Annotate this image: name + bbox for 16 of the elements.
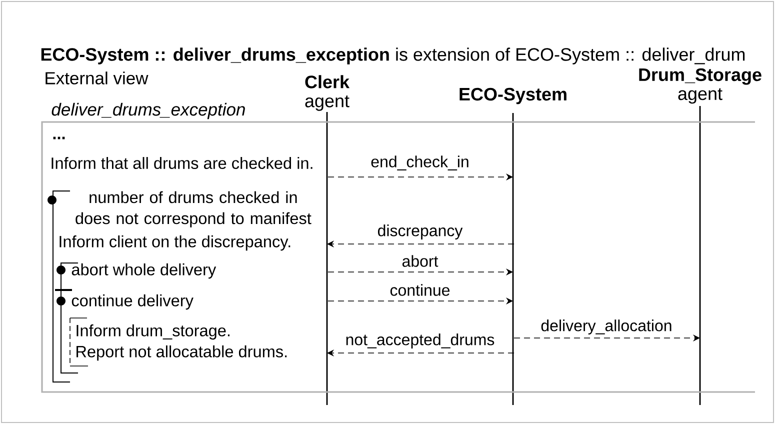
edge-label: end_check_in [371, 156, 468, 170]
condition-text: abort whole delivery [72, 263, 216, 279]
condition-text: continue delivery [72, 294, 194, 310]
edge-label: continue [390, 284, 450, 296]
step-text: Inform that all drums are checked in. [52, 157, 312, 169]
condition-text: number of drums checked in does not correspond to manifest [76, 191, 312, 228]
step-text: Inform drum_storage. [76, 324, 230, 340]
title: ECO-System :: deliver_drums_exception is extension of ECO-System :: deliver_drum [41, 48, 745, 64]
edge-label: not_accepted_drums [346, 334, 494, 348]
frame-heading: deliver_drums_exception [52, 102, 245, 120]
edge-label: abort [402, 255, 438, 267]
edge-label: discrepancy [378, 224, 463, 240]
subtitle: External view [46, 72, 148, 84]
ellipsis: ... [53, 136, 65, 140]
step-text: Report not allocatable drums. [76, 345, 287, 361]
edge-label: delivery_allocation [541, 320, 672, 334]
